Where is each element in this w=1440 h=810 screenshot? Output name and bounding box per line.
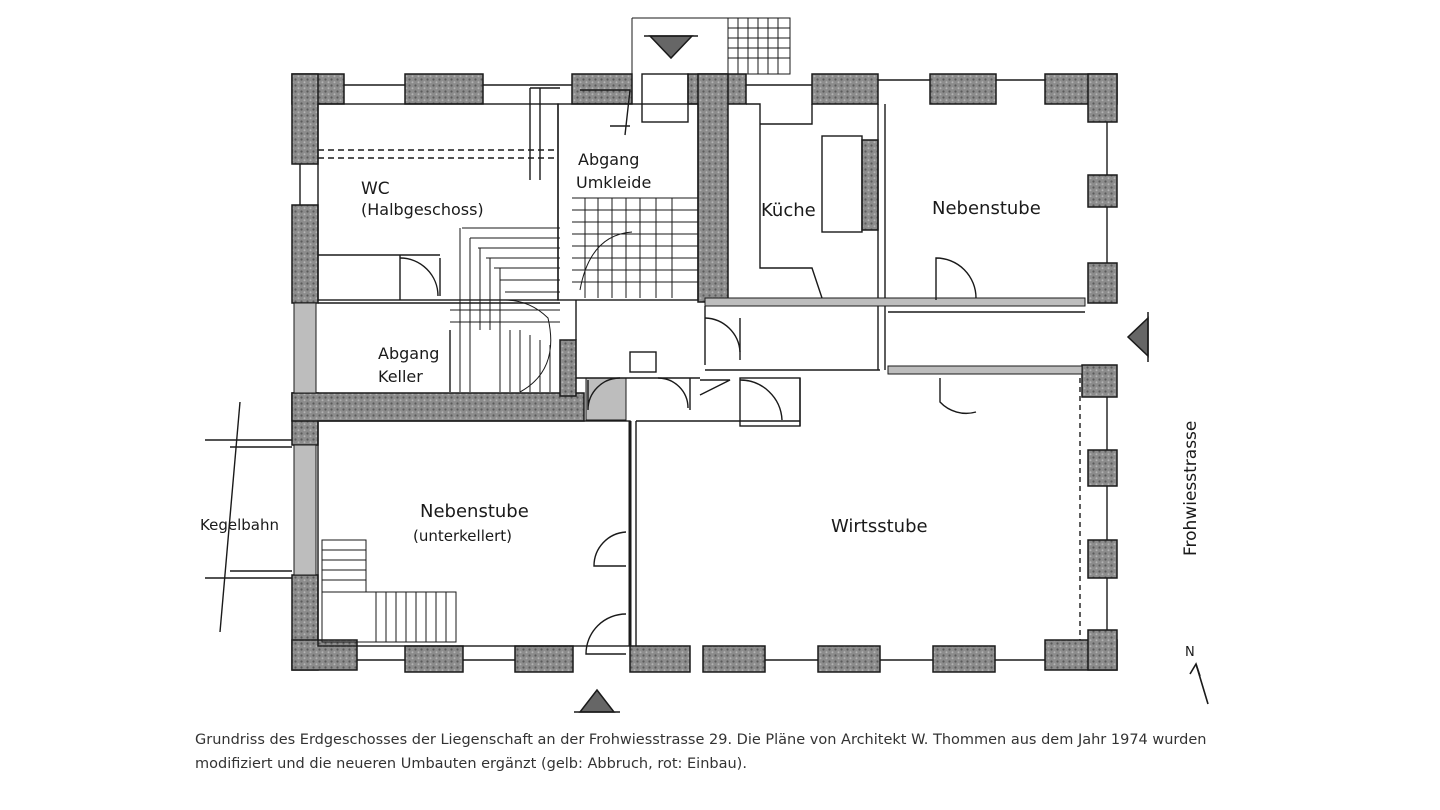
north-label: N [1185,645,1195,660]
wall-top-6 [929,73,997,105]
room-umkleide-label-2: Umkleide [576,173,651,192]
stair-west [450,227,560,393]
room-umkleide-label-1: Abgang [578,150,639,169]
highlight-bands [293,297,1086,576]
room-wc-label: WC [361,179,390,199]
room-nebenstube-ne-label: Nebenstube [932,198,1041,219]
street-label: Frohwiesstrasse [1181,421,1201,556]
kegelbahn-label: Kegelbahn [200,516,279,534]
room-nebenstube-sw-sublabel: (unterkellert) [413,527,512,545]
wall-top-5 [811,73,879,105]
wall-inner-kitchen [861,139,879,231]
room-keller-label-1: Abgang [378,344,439,363]
room-keller-label-2: Keller [378,367,423,386]
wall-right-3 [1087,262,1118,304]
stair-southwest [321,539,457,643]
wall-right-6 [1087,539,1118,579]
wall-bottom-2 [404,645,464,673]
floor-plan: WC (Halbgeschoss) Abgang Umkleide Küche … [200,17,1209,713]
wall-right-4 [1081,364,1118,398]
wall-bottom-1 [291,639,358,671]
wall-right-7 [1087,629,1118,671]
room-nebenstube-sw-label: Nebenstube [420,501,529,522]
entrance-markers [574,35,1149,713]
caption-line-2: modifiziert und die neueren Umbauten erg… [195,756,747,772]
wall-inner-east-stair [697,73,729,303]
room-kueche-label: Küche [761,200,816,221]
stair-entrance-top [631,17,791,75]
room-labels: WC (Halbgeschoss) Abgang Umkleide Küche … [200,150,1201,660]
wall-bottom-5 [702,645,766,673]
caption-line-1: Grundriss des Erdgeschosses der Liegensc… [195,732,1207,748]
wall-top-2 [404,73,484,105]
entrance-triangle-east [1126,316,1149,358]
stair-central [572,197,698,298]
wall-bottom-4 [629,645,691,673]
wall-bottom-7 [932,645,996,673]
wall-right-2 [1087,174,1118,208]
figure-caption: Grundriss des Erdgeschosses der Liegensc… [195,728,1375,776]
wall-bottom-6 [817,645,881,673]
room-wirtsstube-label: Wirtsstube [831,516,928,537]
wall-right-1 [1087,73,1118,123]
interior-lines [205,17,1108,661]
wall-left-2 [291,204,319,304]
entrance-triangle-north [648,35,694,60]
wall-inner-middle [291,392,585,422]
wall-bottom-3 [514,645,574,673]
room-wc-sublabel: (Halbgeschoss) [361,200,484,219]
wall-inner-stair-core [559,339,577,397]
wall-left-1 [291,73,319,165]
north-arrow [1189,662,1209,705]
entrance-triangle-south [578,688,616,713]
wall-top-3 [571,73,633,105]
wall-right-5 [1087,449,1118,487]
